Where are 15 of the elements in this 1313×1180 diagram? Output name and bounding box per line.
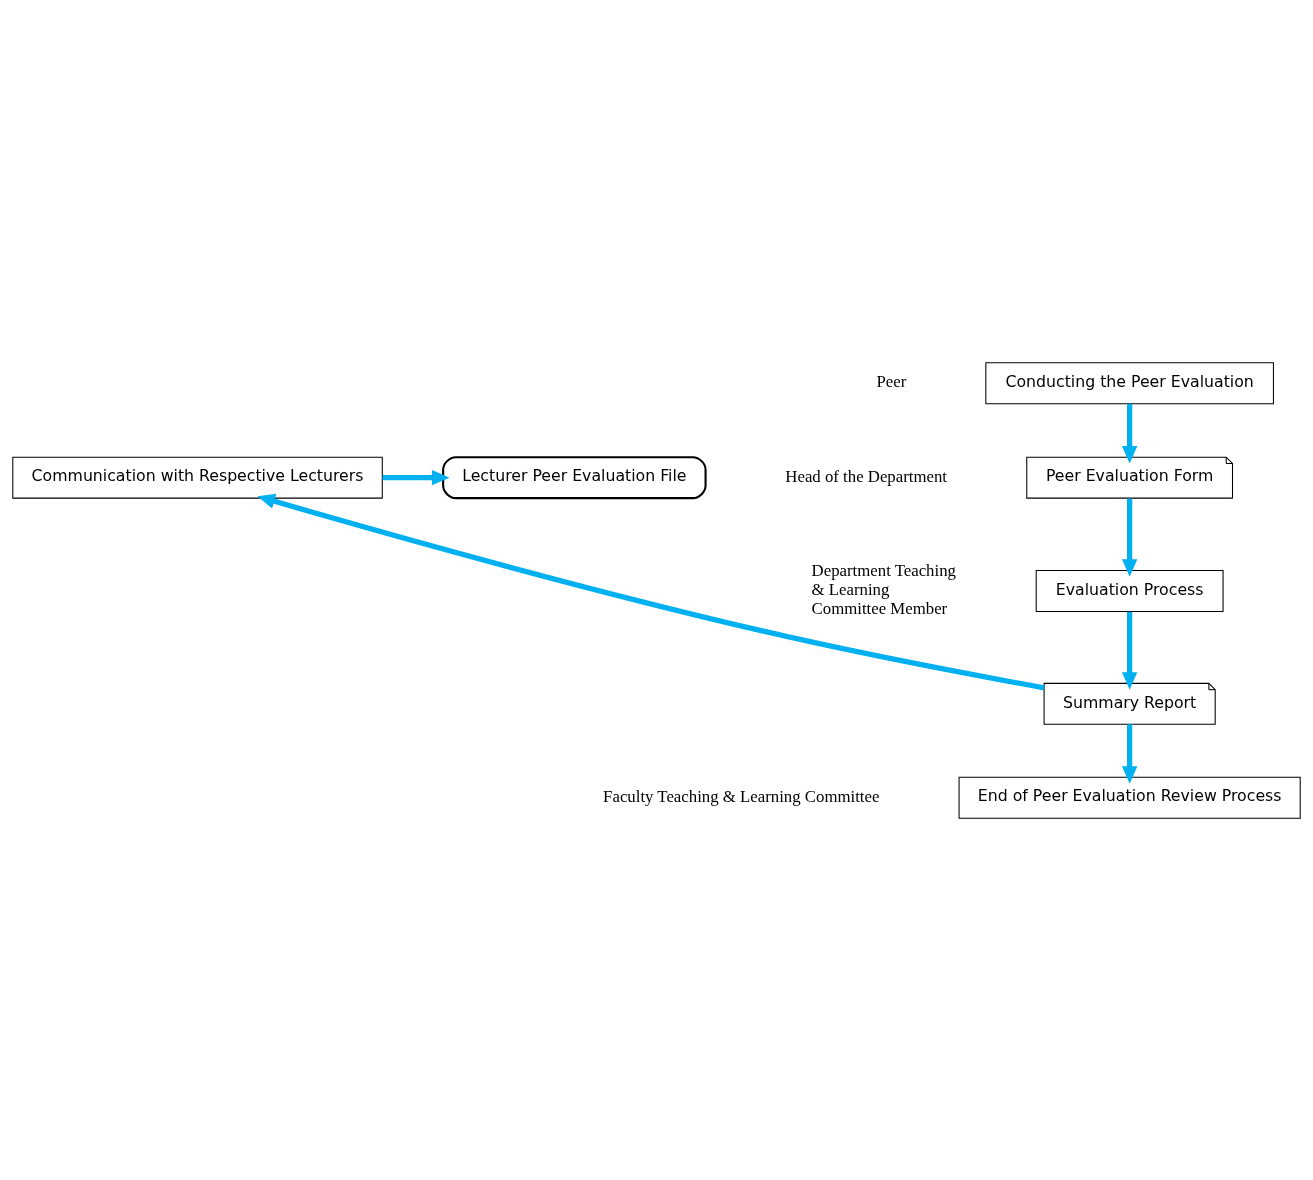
label: Head of the Department — [785, 466, 948, 486]
node-box: Lecturer Peer Evaluation File — [442, 455, 707, 499]
arrow — [1121, 723, 1138, 784]
node-box: Evaluation Process — [1035, 569, 1224, 612]
label: Faculty Teaching & Learning Committee — [603, 786, 880, 806]
label: Department Teaching & Learning Committee Member — [811, 560, 956, 618]
node-box: End of Peer Evaluation Review Process — [958, 776, 1301, 819]
arrow — [1121, 403, 1138, 464]
arrow — [1121, 498, 1138, 577]
arrow — [382, 469, 450, 485]
node-box: Conducting the Peer Evaluation — [985, 361, 1274, 404]
arrow — [1121, 611, 1138, 690]
label: Peer — [876, 371, 907, 391]
node-box: Communication with Respective Lecturers — [12, 456, 383, 499]
arrow — [257, 493, 1045, 690]
